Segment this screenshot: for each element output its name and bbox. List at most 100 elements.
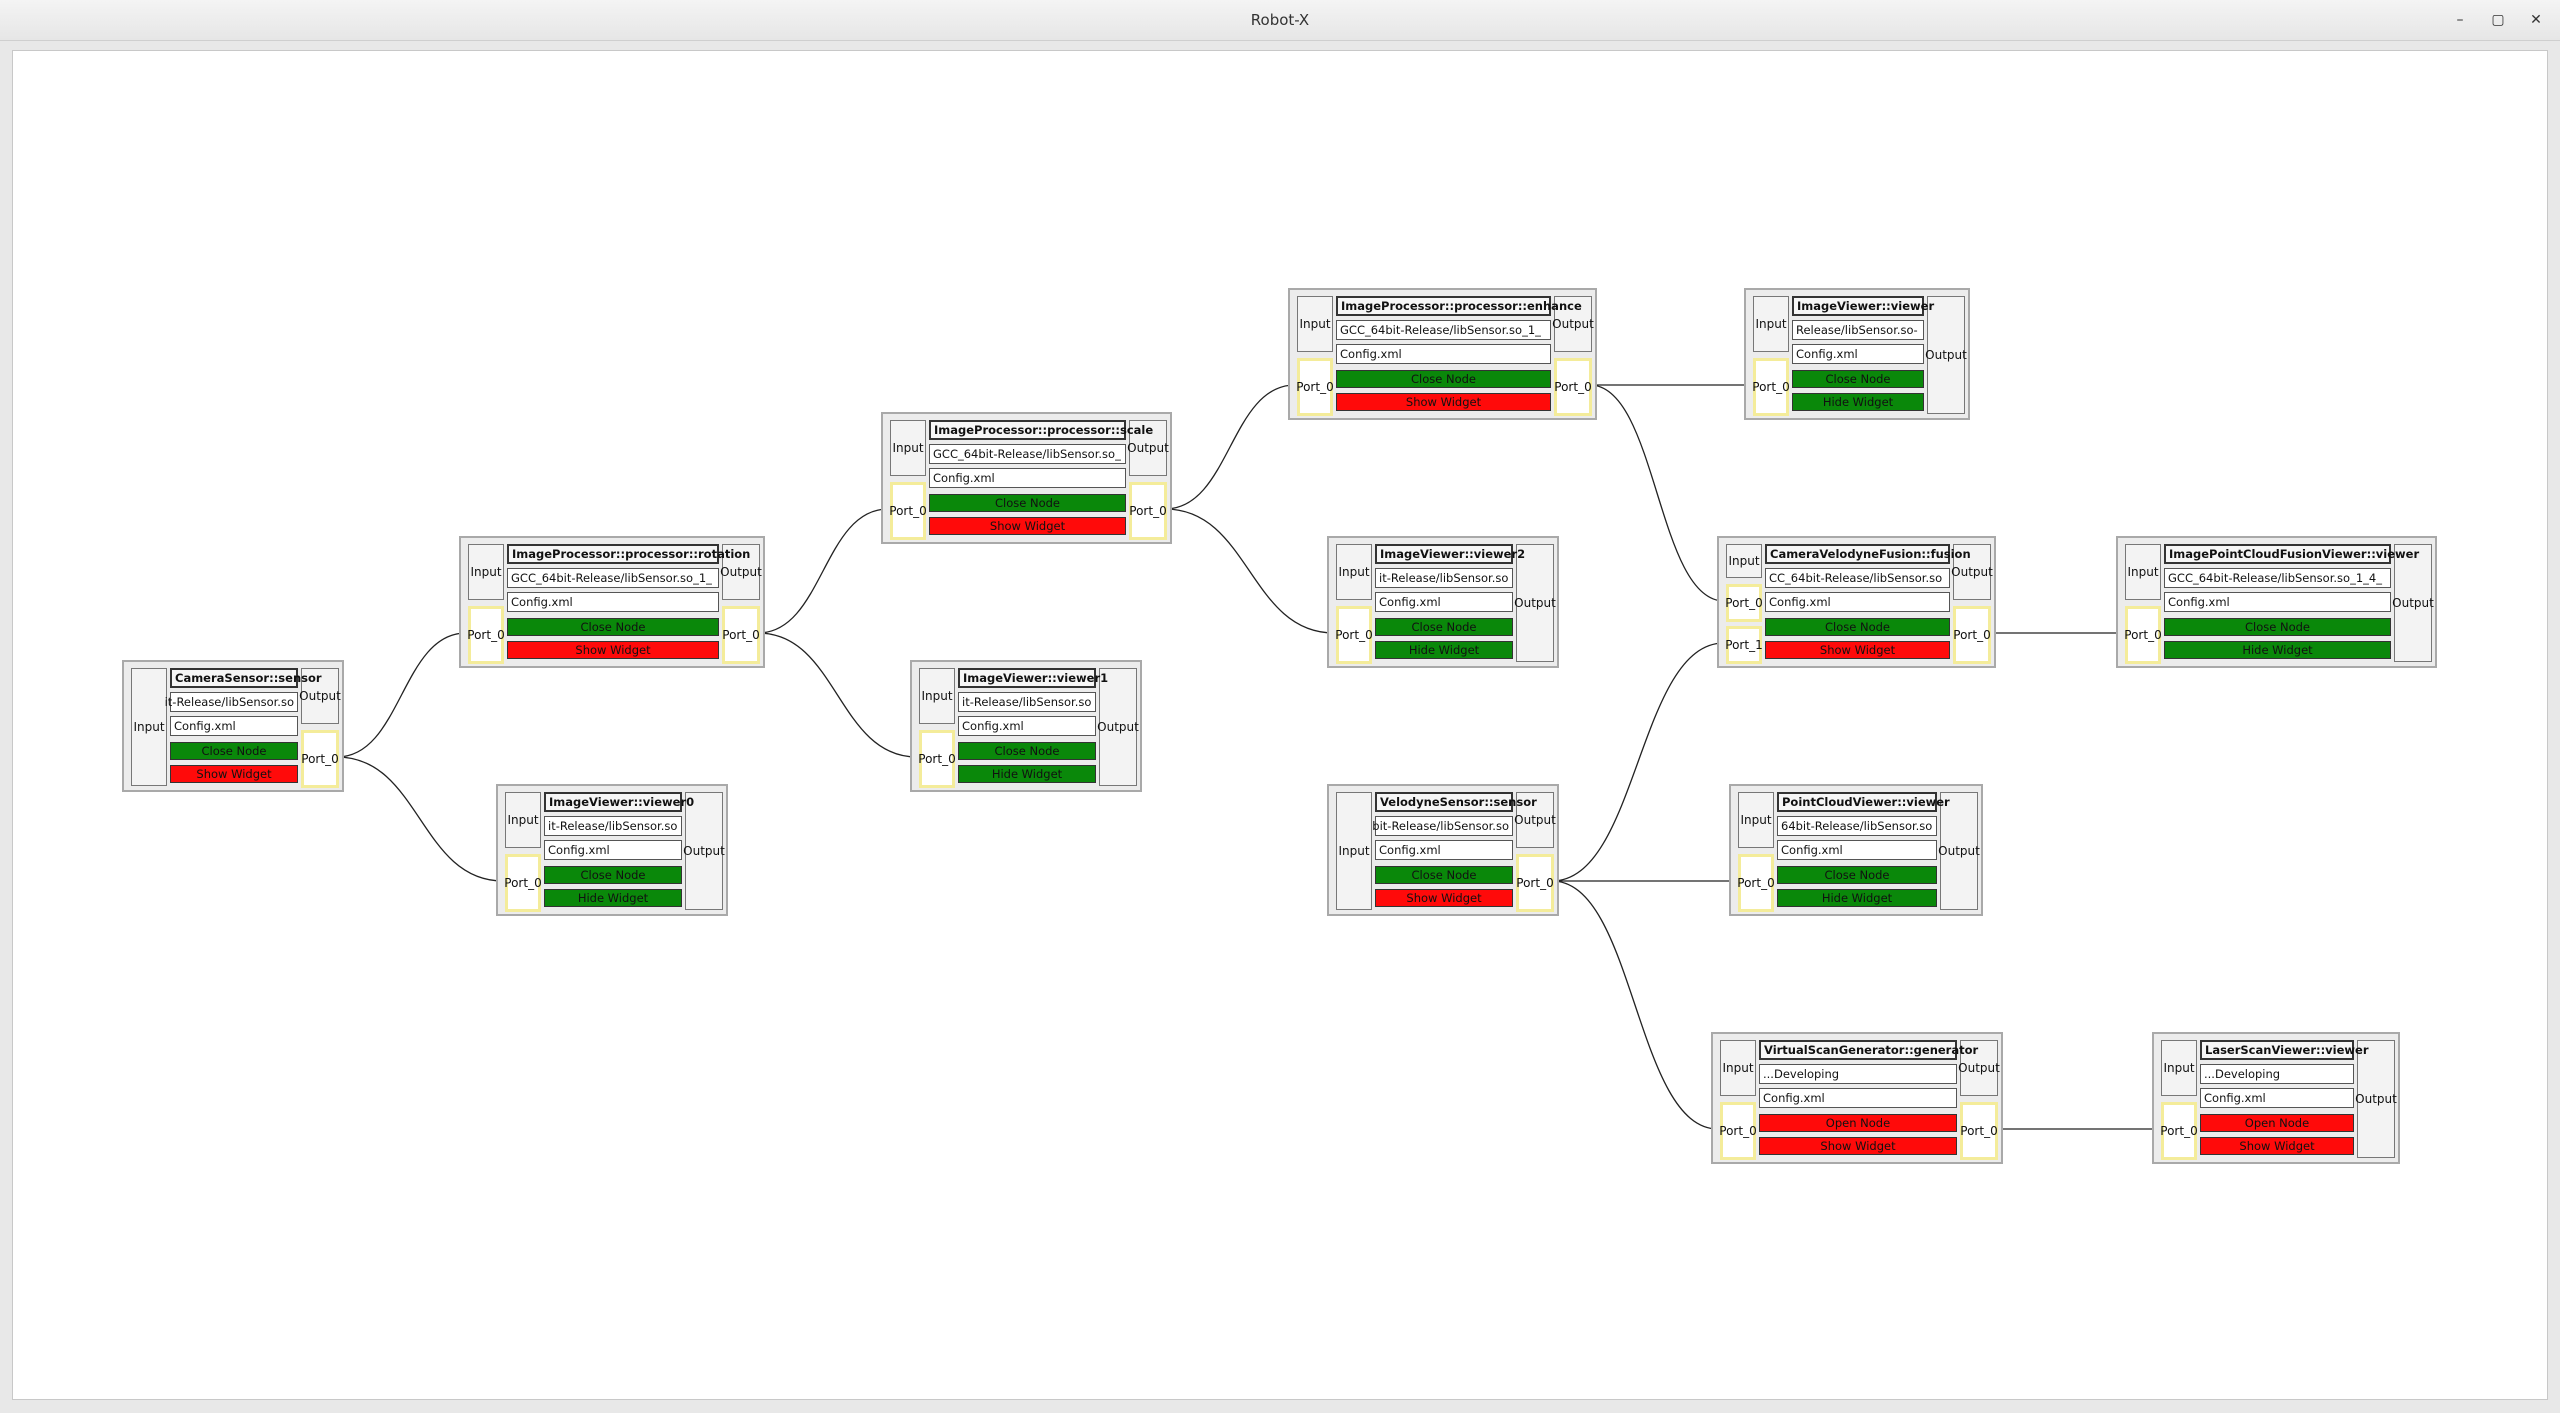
close-node-button[interactable]: Close Node [2164, 618, 2391, 636]
hide-widget-button[interactable]: Hide Widget [2164, 641, 2391, 659]
open-node-button[interactable]: Open Node [1759, 1114, 1957, 1132]
input-header: Input [1720, 1040, 1756, 1096]
config-file-field[interactable]: Config.xml [2164, 592, 2391, 612]
close-node-button[interactable]: Close Node [1777, 866, 1937, 884]
library-path-field[interactable]: _GCC_64bit-Release/libSensor.so [929, 444, 1126, 464]
close-node-button[interactable]: Close Node [544, 866, 682, 884]
config-file-field[interactable]: Config.xml [1765, 592, 1950, 612]
library-path-field[interactable]: Developing... [2200, 1064, 2354, 1084]
library-path-field[interactable]: -Release/libSensor.so [1792, 320, 1924, 340]
input-port[interactable]: Port_0 [504, 854, 542, 912]
close-window-button[interactable]: ✕ [2530, 12, 2542, 28]
output-port[interactable]: Port_0 [1129, 482, 1167, 540]
hide-widget-button[interactable]: Hide Widget [1792, 393, 1924, 411]
close-node-button[interactable]: Close Node [507, 618, 719, 636]
input-port[interactable]: Port_0 [1752, 358, 1790, 416]
input-port[interactable]: Port_0 [2160, 1102, 2198, 1160]
input-port[interactable]: Port_0 [1719, 1102, 1757, 1160]
input-header: Input [1297, 296, 1333, 352]
show-widget-button[interactable]: Show Widget [929, 517, 1126, 535]
library-path-field[interactable]: it-Release/libSensor.so [165, 692, 298, 712]
hide-widget-button[interactable]: Hide Widget [544, 889, 682, 907]
library-path-field[interactable]: Developing... [1759, 1064, 1957, 1084]
library-path-field[interactable]: 64bit-Release/libSensor.so [1777, 816, 1937, 836]
library-path-field[interactable]: _1_GCC_64bit-Release/libSensor.so [507, 568, 719, 588]
config-file-field[interactable]: Config.xml [1759, 1088, 1957, 1108]
hide-widget-button[interactable]: Hide Widget [1777, 889, 1937, 907]
library-path-field[interactable]: _4_1_GCC_64bit-Release/libSensor.so [2164, 568, 2391, 588]
show-widget-button[interactable]: Show Widget [170, 765, 298, 783]
input-port[interactable]: Port_0 [2124, 606, 2162, 664]
output-port[interactable]: Port_0 [722, 606, 760, 664]
config-file-field[interactable]: Config.xml [1375, 840, 1513, 860]
config-file-field[interactable]: Config.xml [544, 840, 682, 860]
config-file-field[interactable]: Config.xml [1375, 592, 1513, 612]
input-port[interactable]: Port_0 [1737, 854, 1775, 912]
close-node-button[interactable]: Close Node [1375, 866, 1513, 884]
library-path-field[interactable]: it-Release/libSensor.so [958, 692, 1096, 712]
graph-canvas[interactable] [12, 50, 2548, 1400]
library-path-field[interactable]: it-Release/libSensor.so [544, 816, 682, 836]
output-port[interactable]: Port_0 [1516, 854, 1554, 912]
close-node-button[interactable]: Close Node [170, 742, 298, 760]
input-port[interactable]: Port_0 [1296, 358, 1334, 416]
input-port[interactable]: Port_0 [889, 482, 927, 540]
hide-widget-button[interactable]: Hide Widget [1375, 641, 1513, 659]
output-header: Output [2392, 544, 2434, 662]
input-port[interactable]: Port_0 [1725, 584, 1763, 622]
config-file-field[interactable]: Config.xml [929, 468, 1126, 488]
config-file-field[interactable]: Config.xml [507, 592, 719, 612]
close-node-button[interactable]: Close Node [929, 494, 1126, 512]
library-path-field[interactable]: bit-Release/libSensor.so [1372, 816, 1513, 836]
input-port[interactable]: Port_1 [1725, 626, 1763, 664]
config-file-field[interactable]: Config.xml [1792, 344, 1924, 364]
close-node-button[interactable]: Close Node [958, 742, 1096, 760]
node-name-label: VirtualScanGenerator::generator [1759, 1040, 1978, 1060]
show-widget-button[interactable]: Show Widget [1759, 1137, 1957, 1155]
show-widget-button[interactable]: Show Widget [2200, 1137, 2354, 1155]
show-widget-button[interactable]: Show Widget [1336, 393, 1551, 411]
library-path-field[interactable]: it-Release/libSensor.so [1375, 568, 1513, 588]
config-file-field[interactable]: Config.xml [1336, 344, 1551, 364]
hide-widget-button[interactable]: Hide Widget [958, 765, 1096, 783]
config-file-field[interactable]: Config.xml [2200, 1088, 2354, 1108]
node-name-label: LaserScanViewer::viewer [2200, 1040, 2369, 1060]
input-port[interactable]: Port_0 [467, 606, 505, 664]
close-node-button[interactable]: Close Node [1336, 370, 1551, 388]
show-widget-button[interactable]: Show Widget [507, 641, 719, 659]
close-node-button[interactable]: Close Node [1765, 618, 1950, 636]
output-port[interactable]: Port_0 [1554, 358, 1592, 416]
output-port[interactable]: Port_0 [1960, 1102, 1998, 1160]
library-path-field[interactable]: _1_GCC_64bit-Release/libSensor.so [1336, 320, 1551, 340]
maximize-button[interactable]: ▢ [2491, 12, 2505, 28]
node-name-label: ImageViewer::viewer0 [544, 792, 694, 812]
show-widget-button[interactable]: Show Widget [1765, 641, 1950, 659]
config-file-field[interactable]: Config.xml [1777, 840, 1937, 860]
input-port[interactable]: Port_0 [1335, 606, 1373, 664]
close-node-button[interactable]: Close Node [1375, 618, 1513, 636]
input-port[interactable]: Port_0 [918, 730, 956, 788]
library-path-field[interactable]: CC_64bit-Release/libSensor.so [1765, 568, 1950, 588]
config-file-field[interactable]: Config.xml [170, 716, 298, 736]
minimize-button[interactable]: – [2456, 12, 2464, 28]
close-node-button[interactable]: Close Node [1792, 370, 1924, 388]
config-file-field[interactable]: Config.xml [958, 716, 1096, 736]
output-port[interactable]: Port_0 [1953, 606, 1991, 664]
show-widget-button[interactable]: Show Widget [1375, 889, 1513, 907]
output-port[interactable]: Port_0 [301, 730, 339, 788]
open-node-button[interactable]: Open Node [2200, 1114, 2354, 1132]
